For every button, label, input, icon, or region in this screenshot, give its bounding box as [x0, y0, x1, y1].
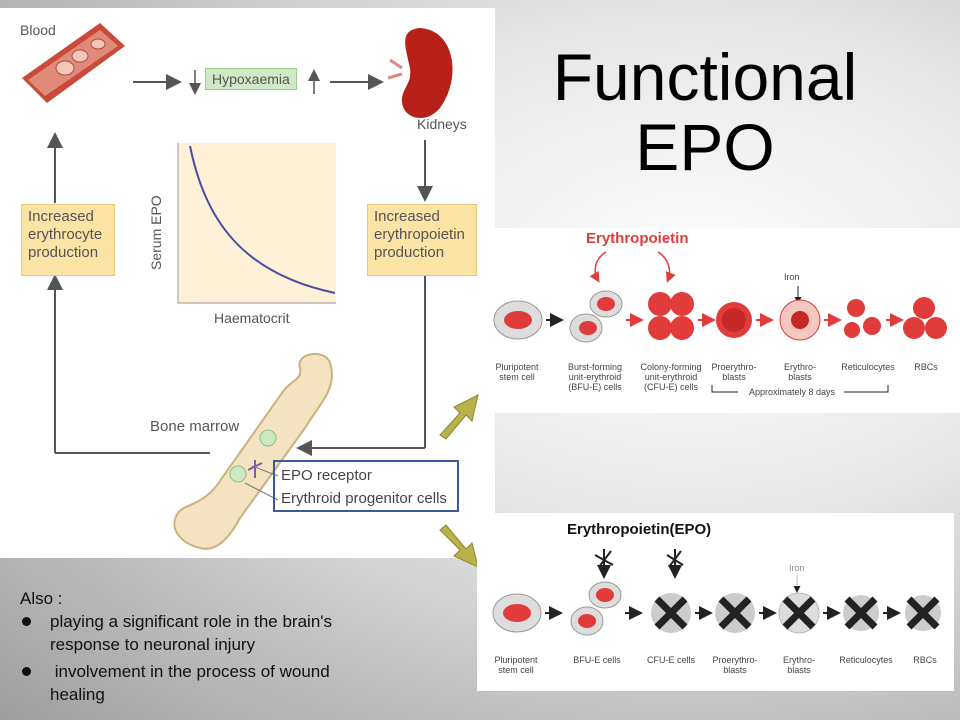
stem-cell-icon [492, 593, 542, 633]
kidney-icon [387, 28, 453, 119]
pointer-arrows [439, 394, 479, 568]
erythropoietin-title: Erythropoietin [586, 230, 689, 247]
haematocrit-label: Haematocrit [214, 310, 290, 326]
serum-epo-graph [177, 143, 336, 304]
increased-erythropoietin-box: Increased erythropoietin production [367, 204, 477, 276]
increased-erythrocyte-box: Increased erythrocyte production [21, 204, 115, 276]
epo-feedback-diagram: Blood Hypoxaemia Kidneys Serum EPO Haema… [0, 8, 495, 558]
blocked-cell-icon [905, 595, 941, 631]
iron-label: Iron [784, 272, 800, 282]
stage-label: RBCs [914, 362, 938, 372]
epo-receptor-label: EPO receptor [281, 467, 372, 484]
list-item: playing a significant role in the brain'… [20, 610, 450, 656]
iron-label: Iron [789, 563, 805, 573]
stage-label: Proerythro-blasts [712, 655, 758, 675]
rbc-icon [903, 297, 947, 339]
bullet-icon [22, 667, 31, 676]
stage-label: RBCs [913, 655, 937, 665]
blocked-signal-icon [594, 549, 684, 579]
stage-label: BFU-E cells [573, 655, 621, 665]
duration-label: Approximately 8 days [748, 387, 836, 397]
hypoxaemia-box: Hypoxaemia [205, 68, 297, 90]
stage-label: CFU-E cells [646, 655, 695, 665]
stage-label: Proerythro-blasts [711, 362, 757, 382]
blocked-cell-icon [651, 593, 691, 633]
bone-icon [173, 353, 333, 550]
cfu-e-cell-icon [648, 292, 694, 340]
erythroblast-icon [779, 299, 821, 341]
kidneys-label: Kidneys [417, 116, 467, 132]
blocked-cell-icon [778, 592, 820, 634]
bfu-e-cell-icon [570, 581, 622, 636]
page-title: Functional EPO [552, 40, 858, 184]
stem-cell-icon [493, 300, 543, 340]
bone-marrow-label: Bone marrow [150, 418, 240, 435]
also-heading: Also : [20, 589, 63, 608]
blood-label: Blood [20, 22, 56, 38]
stage-label: Reticulocytes [839, 655, 893, 665]
blocked-cell-icon [843, 595, 879, 631]
bfu-e-cell-icon [569, 290, 623, 343]
erythropoietin-epo-title: Erythropoietin(EPO) [567, 521, 712, 538]
blood-vessel-icon [22, 23, 125, 103]
stage-label: Erythro-blasts [782, 655, 815, 675]
progenitor-label: Erythroid progenitor cells [281, 490, 447, 507]
down-arrow-icon [439, 524, 479, 568]
stage-label: Reticulocytes [841, 362, 895, 372]
stage-label: Erythro-blasts [783, 362, 816, 382]
bullet-icon [22, 617, 31, 626]
up-arrow-icon [439, 394, 479, 440]
feedback-loop-graphics [22, 23, 453, 550]
proerythroblast-icon [716, 302, 752, 338]
also-notes: Also : playing a significant role in the… [20, 587, 450, 706]
blocked-cell-icon [715, 593, 755, 633]
serum-epo-label: Serum EPO [148, 195, 164, 270]
reticulocyte-icon [844, 299, 881, 338]
epo-receptor-highlight: EPO receptor Erythroid progenitor cells [273, 460, 459, 512]
